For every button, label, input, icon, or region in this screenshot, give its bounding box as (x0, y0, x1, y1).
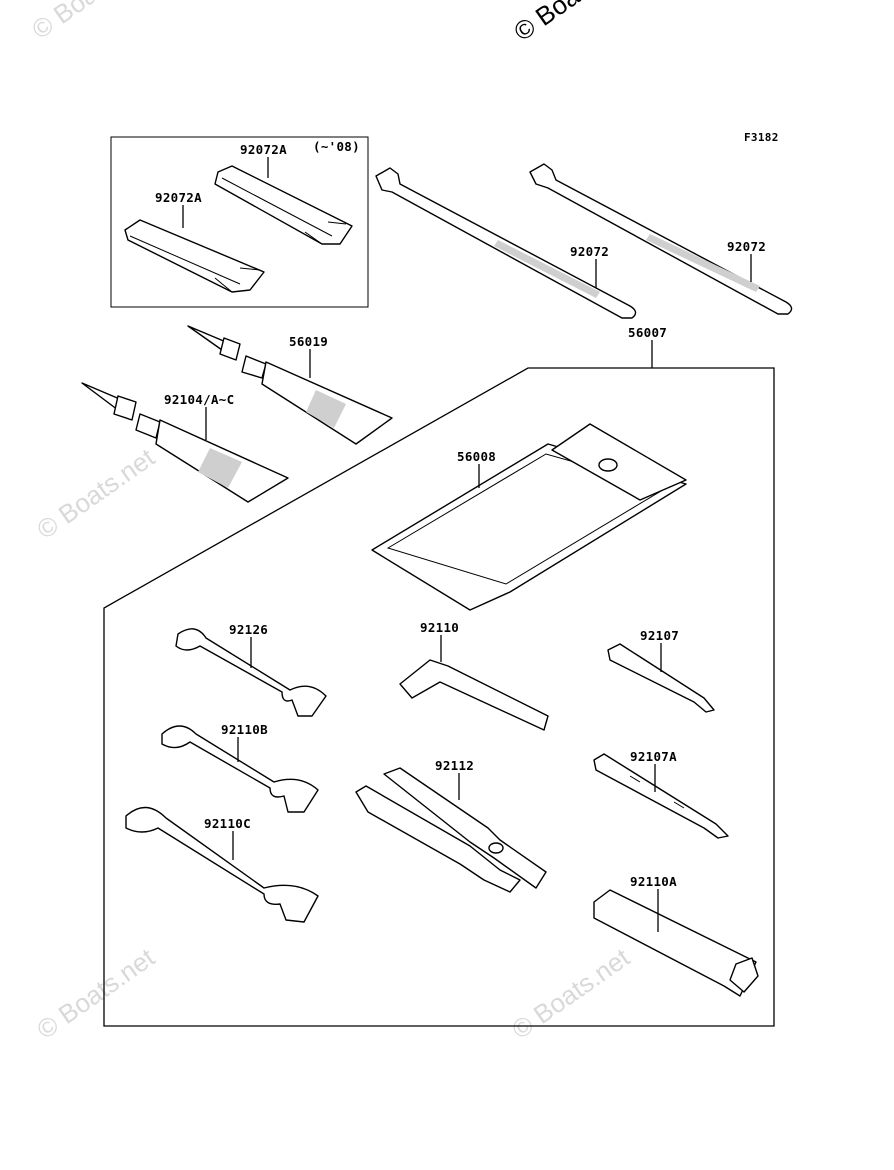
screwdriver-a (593, 753, 729, 839)
label-strap: 92072A (155, 190, 202, 205)
screwdriver (607, 643, 715, 713)
cable-tie-right (529, 163, 793, 315)
watermark: © Boats.net (506, 942, 635, 1045)
label-tie-right: 92072 (727, 239, 766, 254)
tool-bag (371, 423, 687, 611)
kit-outline (103, 367, 775, 1027)
tube-large (81, 382, 289, 503)
label-bag: 56008 (457, 449, 496, 464)
box-wrench (593, 889, 759, 997)
wrench-3 (125, 806, 319, 923)
cable-tie-left (375, 167, 637, 319)
label-wrench-3: 92110C (204, 816, 251, 831)
label-tie-left: 92072 (570, 244, 609, 259)
tube-small (187, 325, 393, 445)
label-strap-08-note: (~'08) (313, 139, 360, 154)
strap-box (110, 136, 369, 308)
figure-code: F3182 (744, 131, 779, 144)
watermark-top: © Boat (508, 0, 591, 47)
strap-part (124, 219, 265, 293)
label-wrench-1: 92126 (229, 622, 268, 637)
label-box-wrench: 92110A (630, 874, 677, 889)
label-wrench-2: 92110B (221, 722, 268, 737)
label-kit: 56007 (628, 325, 667, 340)
wrench-2 (161, 725, 319, 813)
watermark: © Boats.net (31, 442, 160, 545)
label-strap-08: 92072A (240, 142, 287, 157)
strap-08-part (214, 165, 353, 245)
pliers (355, 767, 547, 893)
watermark: © Boats.net (26, 0, 155, 45)
label-screwdriver-a: 92107A (630, 749, 677, 764)
label-pliers: 92112 (435, 758, 474, 773)
label-screwdriver: 92107 (640, 628, 679, 643)
label-tube-small: 56019 (289, 334, 328, 349)
label-tube-large: 92104/A~C (164, 392, 234, 407)
label-hex-key: 92110 (420, 620, 459, 635)
wrench-1 (175, 628, 327, 717)
watermark: © Boats.net (31, 942, 160, 1045)
hex-key (399, 659, 549, 731)
